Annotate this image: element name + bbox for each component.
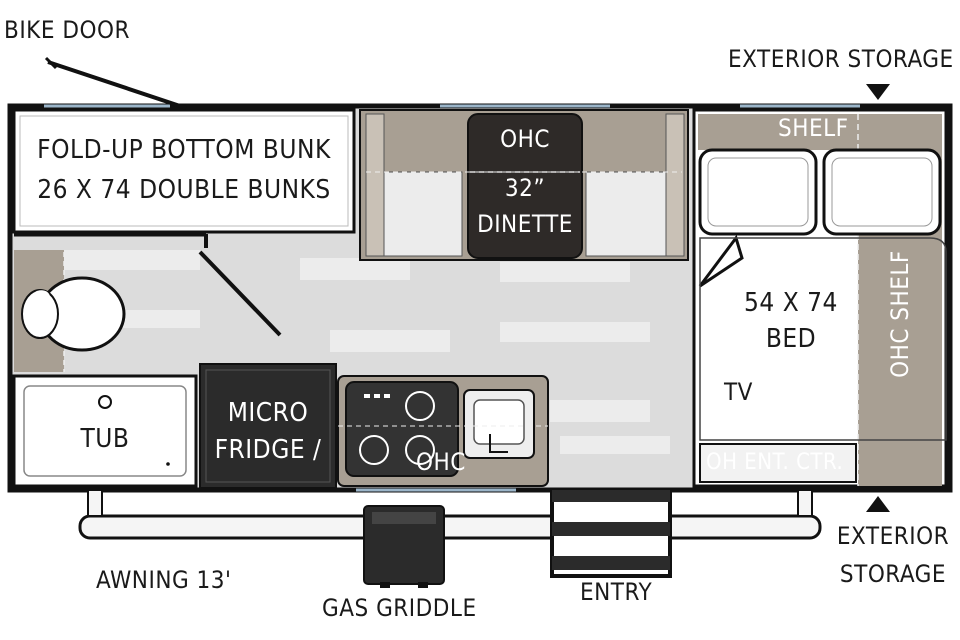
exterior-storage-top-label: EXTERIOR STORAGE (728, 45, 954, 73)
tv-label: TV (724, 378, 753, 406)
bike-door-label: BIKE DOOR (4, 16, 130, 44)
bathroom-door (198, 250, 282, 337)
dinette-size-label: 32” (504, 174, 546, 202)
gas-griddle-label: GAS GRIDDLE (322, 594, 477, 622)
micro-fridge (199, 363, 337, 489)
arrow-up-icon (866, 496, 890, 512)
exterior-storage-bottom-label-line1: EXTERIOR (836, 522, 950, 550)
bed-label: BED (765, 324, 817, 354)
awning-label: AWNING 13' (96, 566, 232, 594)
arrow-down-icon (866, 84, 890, 100)
bunk-label-line2: 26 X 74 DOUBLE BUNKS (37, 175, 331, 205)
burners (359, 391, 435, 465)
bunk-label-line1: FOLD-UP BOTTOM BUNK (37, 135, 331, 165)
ohc-left-label: OHC (27, 289, 52, 335)
fridge-label: FRIDGE / (214, 435, 322, 465)
exterior-storage-bottom-label-line2: STORAGE (839, 560, 947, 588)
shelf-label: SHELF (778, 114, 849, 142)
bed-size-label: 54 X 74 (744, 288, 838, 318)
kitchen-ohc-label: OHC (416, 448, 466, 476)
bike-door-swing (47, 60, 187, 110)
entry-label: ENTRY (580, 578, 653, 606)
stove (345, 381, 459, 477)
dinette-label: DINETTE (477, 210, 573, 238)
windows (44, 104, 860, 492)
ohc-shelf-label: OHC SHELF (886, 250, 914, 378)
pillow-left (698, 148, 818, 236)
dinette-ohc-label: OHC (500, 125, 550, 153)
awning (78, 514, 822, 540)
floor-planks (60, 250, 670, 454)
entertainment-center (699, 443, 857, 483)
pillow-right (822, 148, 942, 236)
tub-label: TUB (80, 424, 130, 454)
oh-ent-ctr-label: OH ENT. CTR. (706, 450, 844, 475)
dinette-table (467, 113, 583, 259)
micro-label: MICRO (227, 398, 309, 428)
gas-griddle (363, 505, 445, 585)
